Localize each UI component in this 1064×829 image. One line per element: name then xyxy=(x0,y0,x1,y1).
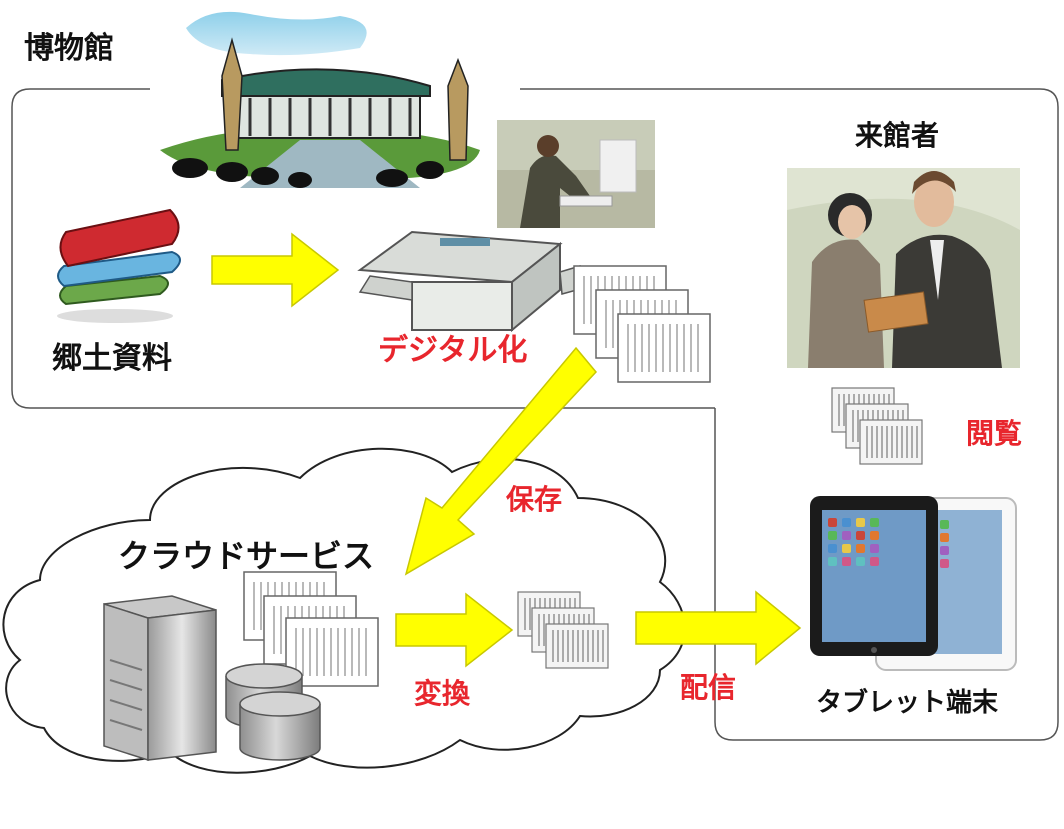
arrow-books-to-digitize xyxy=(211,232,340,308)
office-worker-image xyxy=(497,120,655,228)
museum-label: 博物館 xyxy=(24,31,114,66)
tablet-label: タブレット端末 xyxy=(816,688,999,718)
deliver-label: 配信 xyxy=(680,671,737,704)
tablet-image xyxy=(810,496,1017,671)
arrow-convert xyxy=(395,592,514,668)
arrow-digitize-to-cloud xyxy=(404,346,597,576)
visitor-frame xyxy=(520,88,1059,741)
books-image xyxy=(57,208,181,323)
visitor-label: 来館者 xyxy=(855,119,940,152)
local-materials-label: 郷土資料 xyxy=(52,341,172,376)
convert-label: 変換 xyxy=(414,677,471,710)
museum-frame xyxy=(11,88,715,409)
arrow-deliver xyxy=(635,590,802,666)
browse-label: 閲覧 xyxy=(966,417,1023,450)
save-label: 保存 xyxy=(506,483,563,516)
digitize-label: デジタル化 xyxy=(378,333,528,368)
museum-building-image xyxy=(160,11,480,188)
cloud-service-label: クラウドサービス xyxy=(118,537,375,575)
scanner-image xyxy=(357,230,585,333)
server-image xyxy=(103,595,217,762)
digitized-documents-image xyxy=(573,265,711,383)
visitors-image xyxy=(787,168,1020,368)
database-image xyxy=(225,663,321,761)
browse-documents-image xyxy=(831,387,923,465)
